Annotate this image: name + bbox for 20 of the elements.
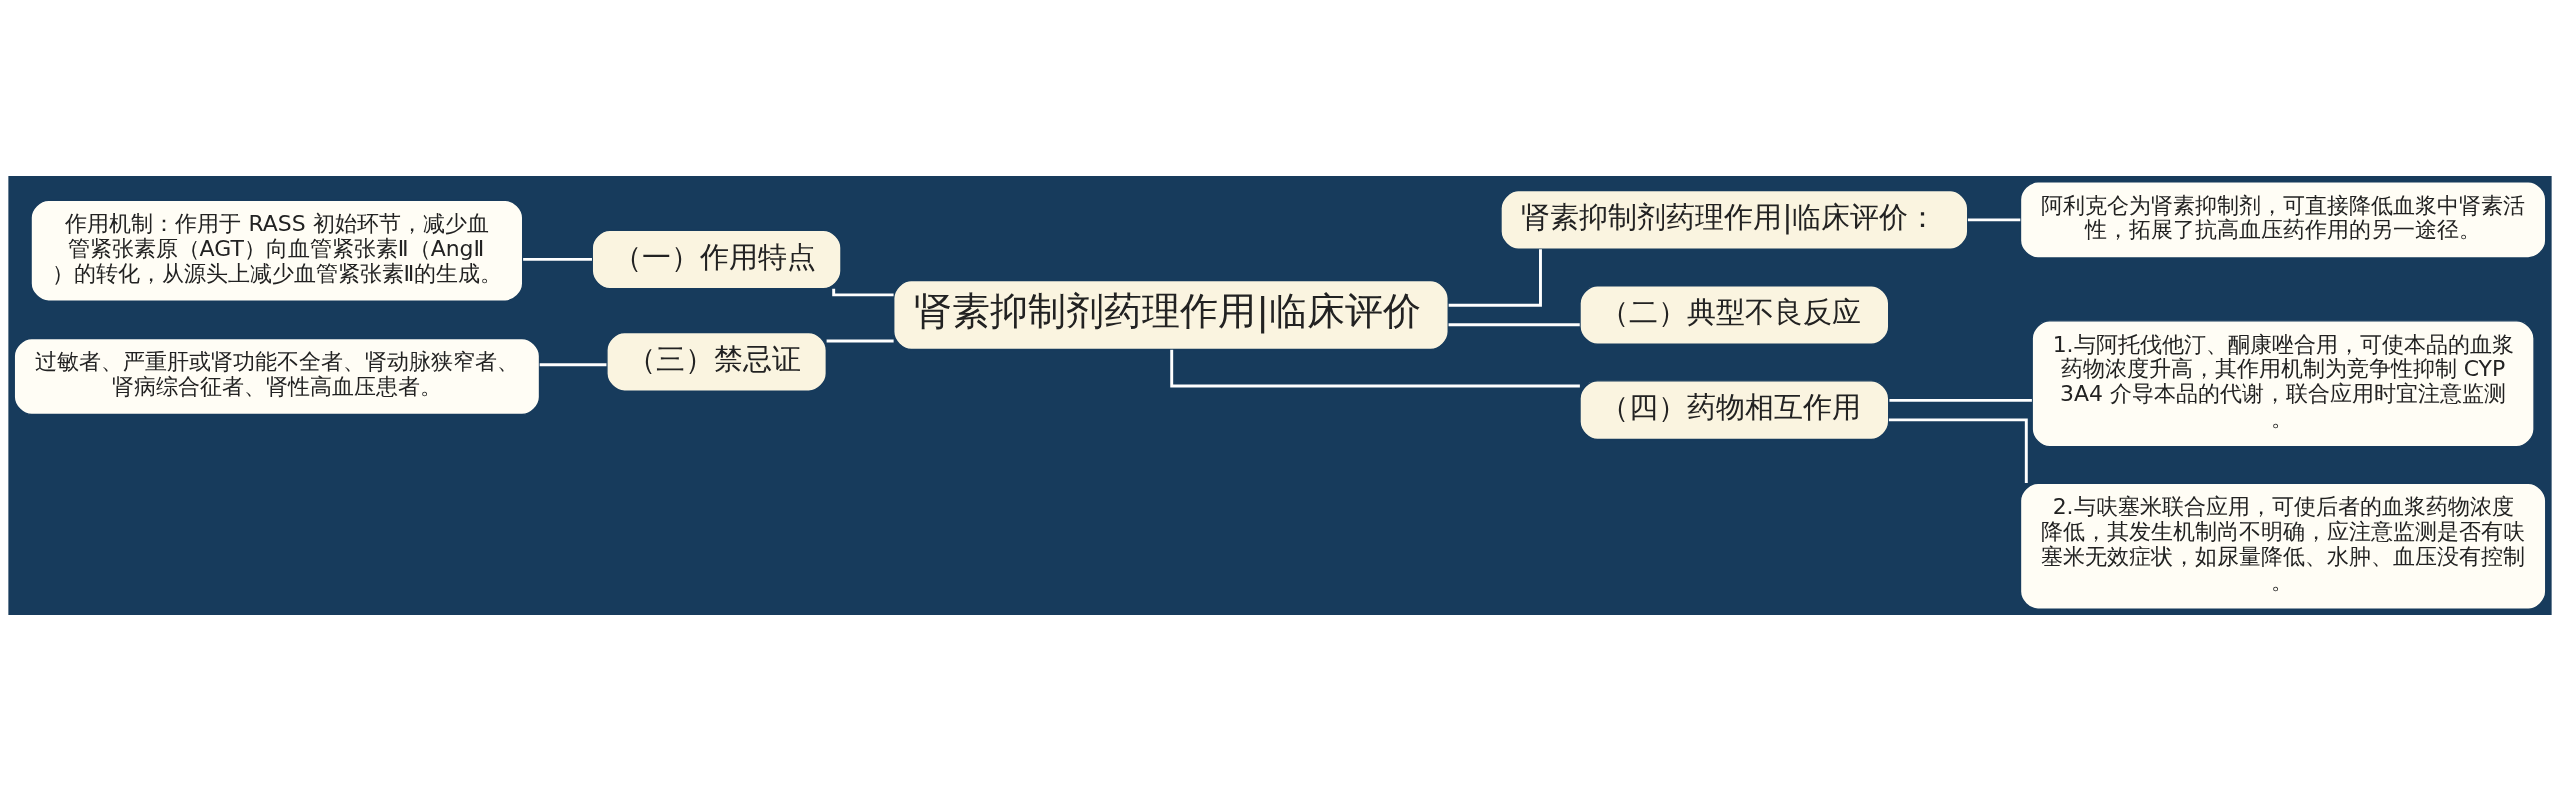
node-box: （二）典型不良反应 bbox=[1579, 285, 1890, 345]
node-box: 1.与阿托伐他汀、酮康唑合用，可使本品的血浆药物浓度升高，其作用机制为竞争性抑制 CYP3A4 介导本品的代谢，联合应用时宜注意监测。 bbox=[2031, 320, 2535, 448]
connector bbox=[539, 363, 607, 367]
node-box: 过敏者、严重肝或肾功能不全者、肾动脉狭窄者、肾病综合征者、肾性高血压患者。 bbox=[13, 337, 541, 416]
node-box: 肾素抑制剂药理作用|临床评价： bbox=[1500, 189, 1969, 250]
node-box: （四）药物相互作用 bbox=[1579, 380, 1890, 441]
node-box: （三）禁忌证 bbox=[606, 331, 828, 392]
connector bbox=[826, 339, 894, 343]
connector bbox=[523, 257, 592, 261]
node-box: 阿利克仑为肾素抑制剂，可直接降低血浆中肾素活性，拓展了抗高血压药作用的另一途径。 bbox=[2019, 181, 2547, 259]
node-box: 肾素抑制剂药理作用|临床评价 bbox=[892, 279, 1449, 351]
connector bbox=[1889, 398, 2032, 402]
node-box: （一）作用特点 bbox=[591, 229, 842, 290]
connector bbox=[1967, 218, 2021, 222]
connector bbox=[1448, 323, 1580, 327]
connector bbox=[1448, 249, 1542, 307]
node-box: 2.与呋塞米联合应用，可使后者的血浆药物浓度降低，其发生机制尚不明确，应注意监测是否有呋塞米无效症状，如尿量降低、水肿、血压没有控制。 bbox=[2019, 482, 2547, 610]
connector bbox=[832, 288, 894, 297]
connector bbox=[1888, 418, 2028, 484]
node-box: 作用机制：作用于 RASS 初始环节，减少血管紧张素原（AGT）向血管紧张素Ⅱ（AngⅡ）的转化，从源头上减少血管紧张素Ⅱ的生成。 bbox=[30, 199, 524, 302]
